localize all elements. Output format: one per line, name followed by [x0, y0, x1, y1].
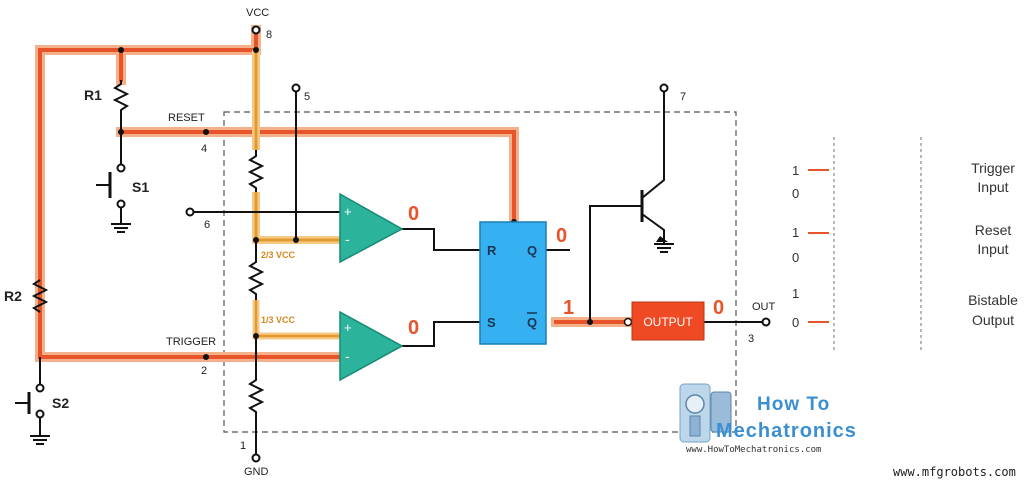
flipflop-qbar: Q [527, 315, 537, 330]
reset-low-level: 0 [792, 250, 799, 265]
output-block [631, 301, 705, 341]
timing-legend: 1 0 Trigger Input 1 0 Reset Input 1 0 Bi… [792, 137, 1018, 353]
trigger-input-title: Trigger [971, 160, 1015, 176]
divider-rail [252, 50, 340, 340]
pin-7: 7 [680, 91, 686, 103]
one-third-vcc-label: 1/3 VCC [261, 315, 296, 325]
bistable-output-title: Bistable [968, 292, 1018, 308]
out-label: OUT [752, 301, 776, 313]
r1-resistor [112, 80, 130, 132]
logo-url: www.HowToMechatronics.com [686, 445, 821, 455]
trigger-high-level: 1 [792, 163, 799, 178]
divider-resistor-top [247, 150, 265, 192]
vcc-label: VCC [246, 7, 269, 19]
upper-comparator-state: 0 [408, 203, 419, 225]
terminals [35, 25, 771, 463]
two-thirds-vcc-label: 2/3 VCC [261, 250, 296, 260]
r1-label: R1 [84, 87, 102, 103]
qbar-state: 1 [563, 297, 574, 319]
bistable-output-subtitle: Output [972, 312, 1014, 328]
logo-line1: How To [757, 394, 830, 415]
upper-comparator [339, 192, 404, 264]
sr-flipflop [479, 221, 547, 345]
s2-label: S2 [52, 395, 69, 411]
lower-comparator-minus: - [345, 348, 350, 364]
inverter-bubble [623, 317, 633, 327]
reset-input-title: Reset [975, 222, 1012, 238]
r2-resistor [31, 279, 49, 313]
flipflop-r: R [487, 243, 497, 258]
trigger-low-level: 0 [792, 186, 799, 201]
pin-4: 4 [201, 143, 207, 155]
ic-boundary [223, 111, 737, 433]
upper-comparator-minus: - [345, 231, 350, 247]
trigger-label: TRIGGER [166, 336, 216, 348]
lower-comparator-plus: + [344, 320, 352, 335]
pin-1: 1 [240, 440, 246, 452]
pin-2: 2 [201, 365, 207, 377]
logo-line2: Mechatronics [716, 420, 857, 442]
flipflop-s: S [487, 315, 496, 330]
howtomechatronics-logo: How To Mechatronics www.HowToMechatronic… [679, 383, 857, 455]
divider-resistor-bottom [247, 336, 265, 456]
reset-input-subtitle: Input [977, 241, 1008, 257]
output-low-level: 0 [792, 315, 799, 330]
reset-label: RESET [168, 112, 205, 124]
output-block-label: OUTPUT [643, 315, 693, 329]
pin-6: 6 [204, 219, 210, 231]
junctions [118, 47, 593, 360]
gnd-label: GND [244, 466, 269, 478]
logo-emblem [679, 383, 732, 443]
output-high-level: 1 [792, 286, 799, 301]
emitter-arrow [656, 236, 668, 242]
watermark: www.mfgrobots.com [893, 465, 1016, 479]
reset-high-level: 1 [792, 225, 799, 240]
pin-3: 3 [748, 333, 754, 345]
upper-comparator-plus: + [344, 204, 352, 219]
lower-comparator [339, 310, 404, 382]
r2-label: R2 [4, 288, 22, 304]
trigger-input-subtitle: Input [977, 179, 1008, 195]
flipflop-q: Q [527, 243, 537, 258]
pin-8: 8 [266, 29, 272, 41]
s1-label: S1 [132, 179, 149, 195]
lower-comparator-state: 0 [408, 317, 419, 339]
q-state: 0 [556, 225, 567, 247]
divider-resistor-mid [247, 240, 265, 300]
output-state: 0 [713, 297, 724, 319]
pin-5: 5 [304, 91, 310, 103]
